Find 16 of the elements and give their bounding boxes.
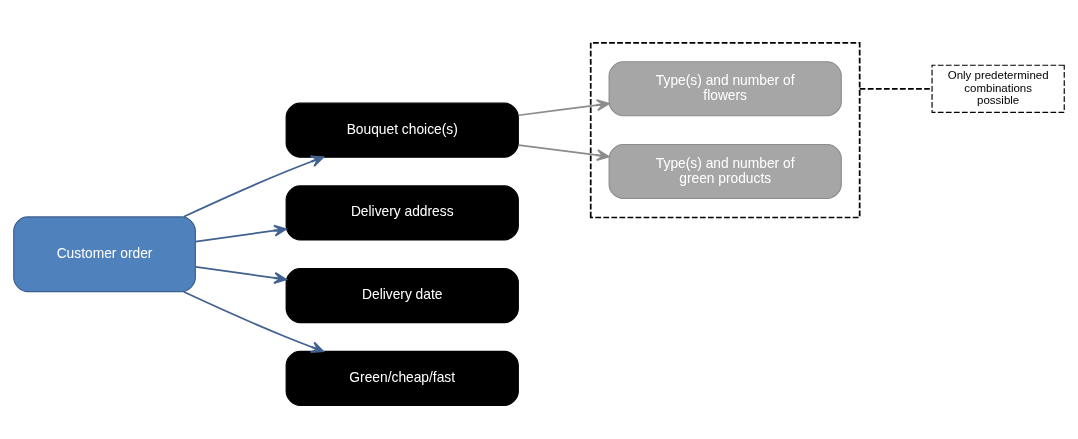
- node-box: Green/cheap/fast: [285, 350, 519, 406]
- arrow: [194, 224, 287, 243]
- node-box: Only predetermined combinations possible: [931, 64, 1065, 113]
- node-box: Delivery date: [285, 268, 519, 324]
- node-box: Delivery address: [285, 185, 519, 241]
- cluster: [589, 41, 861, 219]
- arrow: [517, 144, 610, 162]
- connector: [858, 87, 933, 90]
- arrow: [517, 99, 610, 117]
- arrow: [194, 266, 287, 284]
- arrow: [182, 290, 325, 353]
- node-box: Customer order: [13, 216, 196, 293]
- node-box: Bouquet choice(s): [285, 102, 519, 158]
- arrow: [182, 155, 325, 218]
- node-box: Type(s) and number of green products: [608, 143, 842, 200]
- node-box: Type(s) and number of flowers: [608, 61, 842, 117]
